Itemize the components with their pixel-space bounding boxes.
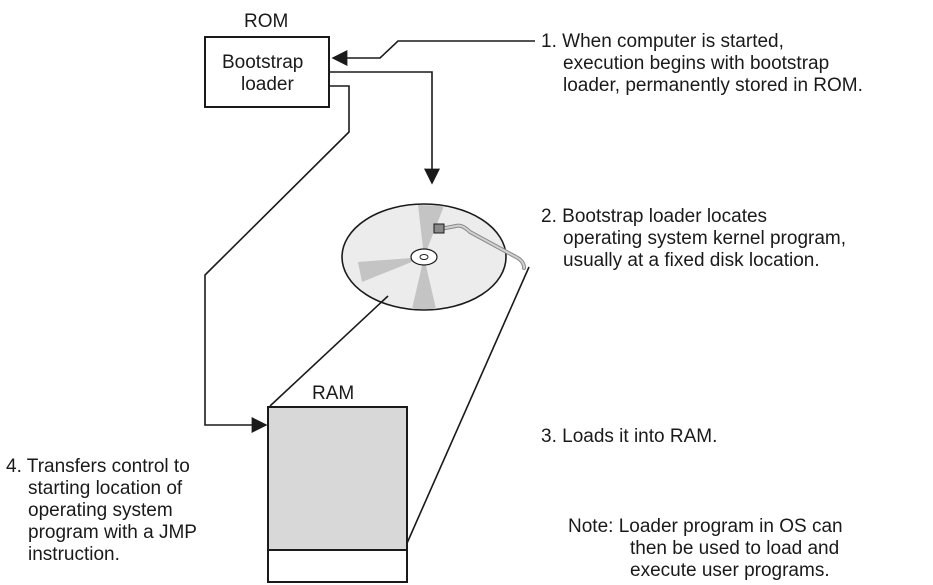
step1-arrow [333, 41, 535, 58]
note-label: Note: [568, 516, 613, 537]
rom-to-disk-arrow [329, 72, 432, 183]
note-line1: Loader program in OS can [619, 516, 843, 537]
step-2-number: 2. [541, 206, 557, 228]
rom-content-line1: Bootstrap [222, 52, 303, 74]
step-4-line4: program with a JMP [6, 522, 197, 544]
step-2-line1: Bootstrap loader locates [562, 206, 767, 227]
step-2-line2: operating system kernel program, [541, 228, 846, 250]
step-1-number: 1. [541, 31, 557, 53]
step-3-number: 3. [541, 426, 557, 448]
rom-content-line2: loader [241, 74, 294, 96]
step-4-line5: instruction. [6, 544, 197, 566]
step-4-line2: starting location of [6, 478, 197, 500]
ram-os-region [268, 407, 407, 550]
step-4-number: 4. [6, 456, 22, 478]
step-1-line1: When computer is started, [562, 31, 784, 52]
note-line3: execute user programs. [568, 560, 843, 582]
step-4-line1: Transfers control to [27, 456, 190, 477]
disk-icon [342, 204, 524, 310]
rom-title: ROM [244, 12, 288, 32]
step-1-text: 1. When computer is started, execution b… [541, 31, 863, 97]
step-3-text: 3. Loads it into RAM. [541, 426, 717, 448]
step-2-line3: usually at a fixed disk location. [541, 250, 846, 272]
step-1-line2: execution begins with bootstrap [541, 53, 863, 75]
step-2-text: 2. Bootstrap loader locates operating sy… [541, 206, 846, 272]
step-1-line3: loader, permanently stored in ROM. [541, 75, 863, 97]
step-3-line1: Loads it into RAM. [562, 426, 717, 447]
step-4-text: 4. Transfers control to starting locatio… [6, 456, 197, 566]
step-4-line3: operating system [6, 500, 197, 522]
note-text: Note: Loader program in OS can then be u… [568, 516, 843, 582]
ram-title: RAM [312, 384, 354, 404]
note-line2: then be used to load and [568, 538, 843, 560]
rom-to-ram-control-line [205, 86, 349, 425]
